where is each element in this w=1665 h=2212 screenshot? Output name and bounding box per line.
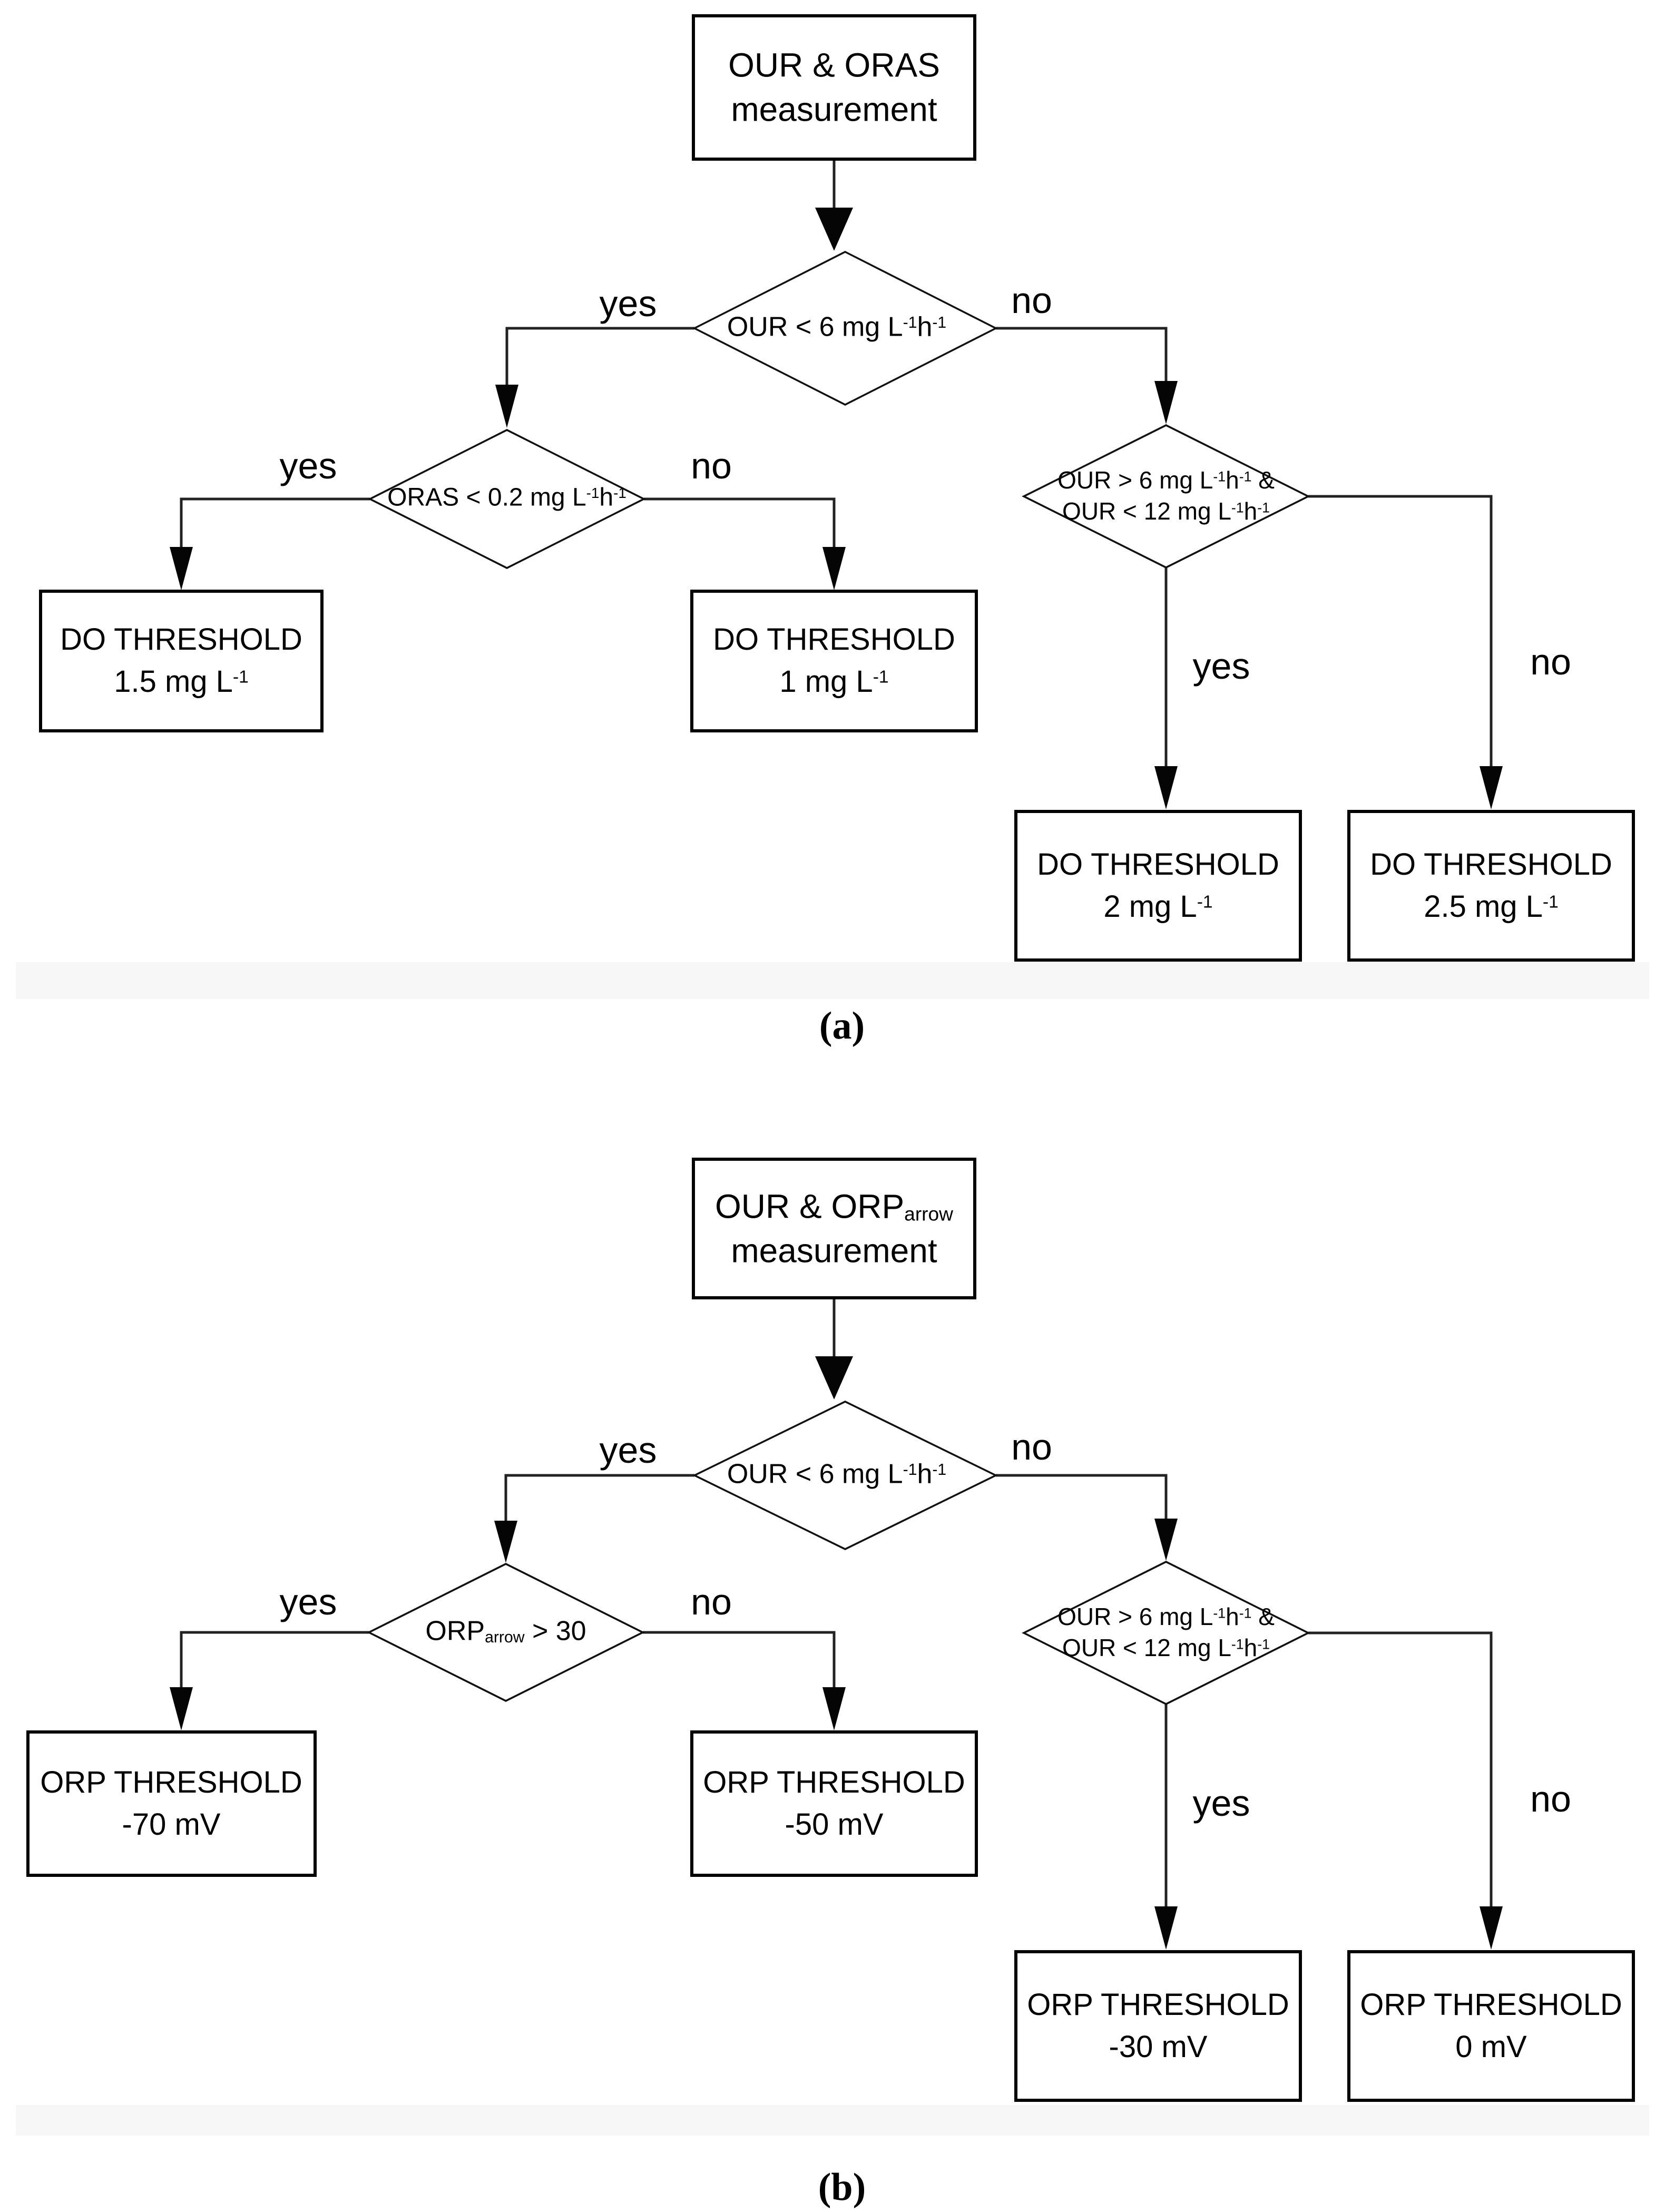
decision-oras-a bbox=[368, 429, 646, 569]
outcome-label-orp-m30: ORP THRESHOLD-30 mV bbox=[1027, 1987, 1289, 2064]
arrowhead-d1-no-a bbox=[1154, 381, 1178, 424]
connector-d2-yes-b bbox=[180, 1631, 369, 1687]
outcome-label-orp-m70: ORP THRESHOLD-70 mV bbox=[40, 1765, 302, 1842]
decision1-label-a: OUR < 6 mg L-1h-1 bbox=[727, 311, 947, 342]
outcome-box-orp-m30 bbox=[1014, 1950, 1302, 2102]
decision-our-lt6-b bbox=[692, 1401, 998, 1550]
branch-no-d3-b: no bbox=[1530, 1778, 1571, 1819]
outcome-box-do-2-5 bbox=[1347, 810, 1635, 962]
branch-no-d3-a: no bbox=[1530, 641, 1571, 682]
decision2-label-b: ORParrow > 30 bbox=[425, 1616, 586, 1647]
branch-no-d2-a: no bbox=[691, 445, 732, 486]
branch-yes-d2-b: yes bbox=[279, 1581, 337, 1622]
decision3-label-b: OUR > 6 mg L-1h-1 &OUR < 12 mg L-1h-1 bbox=[1057, 1603, 1275, 1661]
branch-yes-d1-b: yes bbox=[599, 1429, 657, 1471]
arrowhead-start-d1-b bbox=[815, 1356, 853, 1399]
flowchart-a-shapes bbox=[16, 14, 1649, 999]
caption-a: (a) bbox=[819, 1004, 865, 1048]
decision1-label-b: OUR < 6 mg L-1h-1 bbox=[727, 1459, 947, 1490]
decision-our-6-12-b bbox=[1022, 1561, 1310, 1705]
outcome-box-orp-0 bbox=[1347, 1950, 1635, 2102]
arrowhead-d2-no-b bbox=[822, 1687, 846, 1730]
branch-yes-d3-b: yes bbox=[1192, 1782, 1250, 1824]
arrowhead-d1-no-b bbox=[1154, 1519, 1178, 1561]
connector-d1-yes-a bbox=[505, 327, 694, 385]
branch-no-d2-b: no bbox=[691, 1581, 732, 1622]
decision2-label-a: ORAS < 0.2 mg L-1h-1 bbox=[387, 483, 626, 512]
branch-yes-d2-a: yes bbox=[279, 445, 337, 486]
connector-d2-yes-a bbox=[180, 497, 370, 547]
outcome-box-do-1 bbox=[690, 590, 978, 732]
arrowhead-d3-yes-b bbox=[1154, 1906, 1178, 1950]
outcome-box-do-1-5 bbox=[39, 590, 324, 732]
shade-bar-a bbox=[16, 962, 1649, 999]
outcome-label-orp-m50: ORP THRESHOLD-50 mV bbox=[703, 1765, 965, 1842]
arrowhead-d2-yes-a bbox=[170, 547, 193, 590]
connector-d1-yes-b bbox=[504, 1474, 694, 1521]
connector-d2-no-a bbox=[644, 497, 836, 547]
arrowhead-d3-yes-a bbox=[1154, 766, 1178, 809]
flowchart-b-shapes bbox=[16, 1158, 1649, 2136]
branch-no-d1-b: no bbox=[1011, 1426, 1052, 1467]
branch-yes-d3-a: yes bbox=[1192, 645, 1250, 687]
shade-bar-b bbox=[16, 2105, 1649, 2136]
arrowhead-d3-no-a bbox=[1480, 766, 1503, 809]
outcome-box-orp-m70 bbox=[26, 1730, 317, 1877]
decision-our-lt6-a bbox=[692, 251, 998, 406]
decision3-label-a: OUR > 6 mg L-1h-1 &OUR < 12 mg L-1h-1 bbox=[1057, 466, 1275, 525]
connector-d3-no-b bbox=[1308, 1631, 1493, 1906]
decision-our-6-12-a bbox=[1022, 424, 1310, 569]
start-node-b bbox=[692, 1158, 976, 1299]
arrowhead-start-d1-a bbox=[815, 208, 853, 251]
start-node-a bbox=[692, 14, 976, 161]
branch-yes-d1-a: yes bbox=[599, 282, 657, 324]
outcome-box-do-2 bbox=[1014, 810, 1302, 962]
arrowhead-d1-yes-a bbox=[495, 385, 518, 428]
arrowhead-d3-no-b bbox=[1480, 1906, 1503, 1950]
connector-d1-no-a bbox=[996, 327, 1168, 381]
branch-no-d1-a: no bbox=[1011, 279, 1052, 321]
arrowhead-d2-no-a bbox=[822, 547, 846, 590]
decision-orp-arrow-b bbox=[367, 1563, 645, 1702]
connector-d2-no-b bbox=[643, 1631, 836, 1687]
arrowhead-d1-yes-b bbox=[494, 1521, 517, 1563]
connector-d1-no-b bbox=[996, 1474, 1168, 1519]
arrowhead-d2-yes-b bbox=[170, 1687, 193, 1730]
caption-b: (b) bbox=[818, 2166, 866, 2209]
connector-d3-no-a bbox=[1308, 495, 1493, 766]
outcome-box-orp-m50 bbox=[690, 1730, 978, 1877]
